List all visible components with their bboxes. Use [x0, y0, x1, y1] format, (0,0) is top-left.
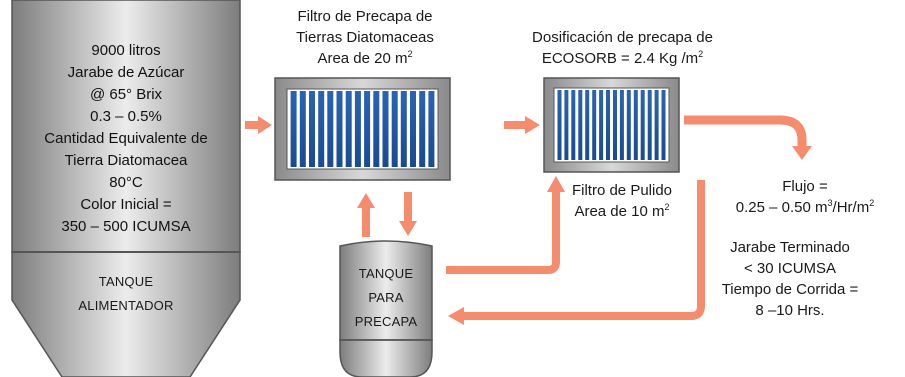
- feed-tank-line: Color Inicial =: [80, 196, 172, 213]
- result-line: Tiempo de Corrida =: [721, 281, 859, 298]
- filter2-element: [564, 90, 569, 160]
- filter1-label: Filtro de Precapa de Tierras Diatomaceas…: [290, 6, 440, 69]
- feed-tank-line: 9000 litros: [91, 42, 161, 59]
- feed-tank-line: 350 – 500 ICUMSA: [61, 218, 191, 235]
- arrow-filter2-out: [684, 115, 812, 160]
- filter1-element: [336, 91, 343, 167]
- result-label: Jarabe Terminado < 30 ICUMSA Tiempo de C…: [710, 237, 870, 321]
- feed-tank-line: Cantidad Equivalente de: [44, 130, 208, 147]
- feed-tank-name-line2: ALIMENTADOR: [78, 298, 174, 313]
- precoat-tank: [339, 240, 433, 377]
- filter-1: [274, 77, 451, 181]
- result-line: < 30 ICUMSA: [743, 260, 837, 277]
- arrow-precoat-to-filter2: [446, 176, 565, 274]
- flow-arrows: [245, 115, 812, 325]
- precoat-tank-line2: PARA: [368, 290, 404, 305]
- precoat-tank-name: TANQUE PARA PRECAPA: [340, 262, 432, 334]
- precoat-tank-line1: TANQUE: [358, 266, 414, 281]
- filter2-element: [613, 90, 617, 160]
- arrow-precoat-to-filter1: [357, 193, 375, 237]
- filter2-element: [592, 90, 597, 160]
- feed-tank-line: Jarabe de Azúcar: [67, 64, 185, 81]
- feed-tank-description: 9000 litros Jarabe de Azúcar @ 65° Brix …: [12, 40, 240, 238]
- filter1-element: [391, 91, 398, 167]
- feed-tank-line: 0.3 – 0.5%: [90, 108, 162, 125]
- arrow-filter1-to-filter2: [504, 116, 540, 134]
- filter2-polish-line1: Filtro de Pulido: [571, 182, 673, 199]
- filter1-area-exponent: 2: [407, 49, 413, 59]
- filter1-element: [290, 91, 297, 167]
- filter1-element: [364, 91, 371, 167]
- filter2-dosing-line2: ECOSORB = 2.4 Kg /m2: [510, 48, 735, 69]
- filter1-element: [354, 91, 361, 167]
- filter2-element: [626, 90, 631, 160]
- feed-tank: [11, 0, 241, 377]
- filter2-element: [640, 90, 645, 160]
- result-line: 8 –10 Hrs.: [755, 302, 825, 319]
- filter1-element: [345, 91, 352, 167]
- filter2-dosing-label: Dosificación de precapa de ECOSORB = 2.4…: [510, 27, 735, 69]
- filter2-element: [647, 90, 652, 160]
- flow-value-text: 0.25 – 0.50 m: [735, 199, 828, 216]
- flow-line2: 0.25 – 0.50 m3/Hr/m2: [710, 197, 900, 218]
- filter2-dosing-line1: Dosificación de precapa de: [532, 29, 713, 46]
- flow-unit-text: /Hr/m: [832, 199, 870, 216]
- filter2-polish-area-exponent: 2: [664, 202, 670, 212]
- filter2-element: [661, 90, 666, 160]
- feed-tank-name-line1: TANQUE: [98, 274, 154, 289]
- filter1-element: [400, 91, 407, 167]
- filter1-element: [327, 91, 334, 167]
- flow-exponent-1: 3: [827, 198, 833, 208]
- filter2-dosing-exponent: 2: [698, 49, 704, 59]
- filter2-polish-label: Filtro de Pulido Area de 10 m2: [562, 180, 682, 222]
- flow-line1: Flujo =: [782, 178, 828, 195]
- filter2-polish-area-text: Area de 10 m: [574, 203, 665, 220]
- filter1-element: [382, 91, 389, 167]
- result-line: Jarabe Terminado: [730, 239, 850, 256]
- filter2-element: [571, 90, 576, 160]
- feed-tank-line: 80°C: [109, 174, 143, 191]
- filter1-element: [309, 91, 315, 167]
- filter2-element: [585, 90, 590, 160]
- filter2-element: [578, 90, 583, 160]
- filter1-label-line3: Area de 20 m2: [290, 48, 440, 69]
- filter2-polish-line2: Area de 10 m2: [562, 201, 682, 222]
- filter1-element: [419, 91, 426, 167]
- filter1-label-line2: Tierras Diatomaceas: [296, 29, 434, 46]
- flow-exponent-2: 2: [869, 198, 875, 208]
- filter1-label-line1: Filtro de Precapa de: [297, 8, 433, 25]
- filter1-element: [410, 91, 416, 167]
- filter1-area-text: Area de 20 m: [317, 50, 408, 67]
- flow-label: Flujo = 0.25 – 0.50 m3/Hr/m2: [710, 176, 900, 218]
- filter1-element: [299, 91, 306, 167]
- arrow-filter1-to-precoat: [399, 192, 417, 236]
- feed-tank-line: Tierra Diatomacea: [64, 152, 188, 169]
- filter2-element: [606, 90, 610, 160]
- filter2-dosing-text: ECOSORB = 2.4 Kg /m: [541, 50, 699, 67]
- feed-tank-name: TANQUE ALIMENTADOR: [12, 270, 240, 318]
- filter1-element: [373, 91, 380, 167]
- filter-2: [543, 77, 680, 173]
- filter1-element: [428, 91, 435, 167]
- filter2-element: [599, 90, 604, 160]
- filter2-element: [654, 90, 659, 160]
- filter2-element: [557, 90, 562, 160]
- arrow-recirculation-to-precoat: [448, 180, 705, 325]
- precoat-tank-line3: PRECAPA: [354, 314, 418, 329]
- feed-tank-line: @ 65° Brix: [89, 86, 163, 103]
- arrow-feed-to-filter1: [245, 116, 272, 134]
- filter2-element: [619, 90, 624, 160]
- filter1-element: [318, 91, 325, 167]
- filter2-element: [633, 90, 638, 160]
